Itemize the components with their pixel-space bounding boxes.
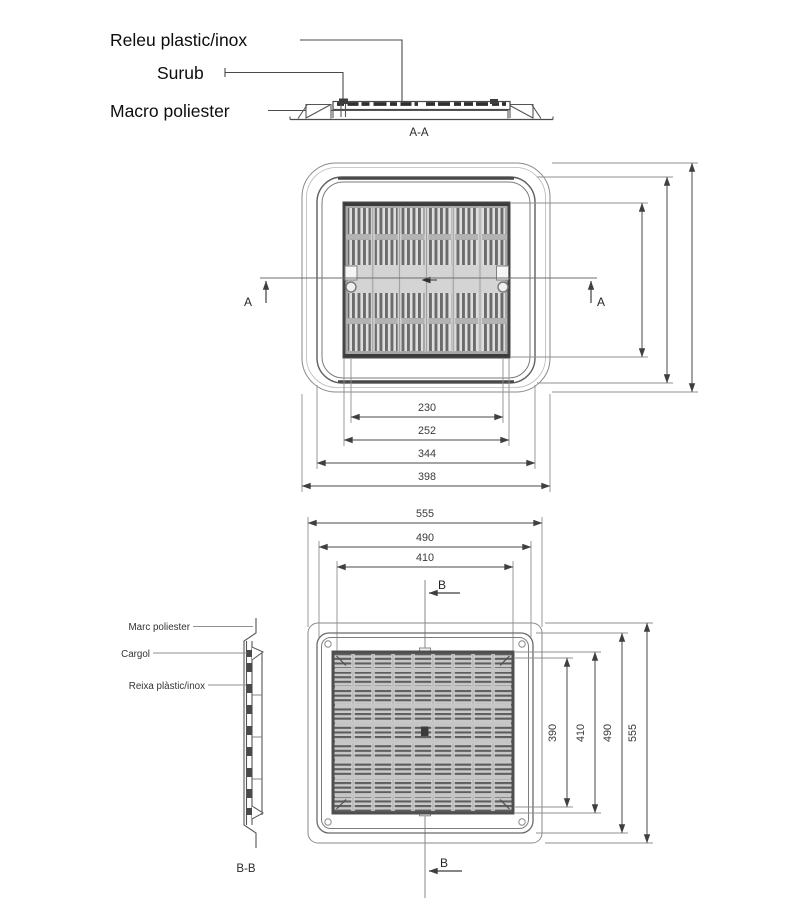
callout-cargol-label: Cargol — [121, 649, 150, 660]
dim-390-right: 390 — [515, 657, 573, 808]
dim-230-value: 230 — [418, 402, 436, 414]
dim-410-right-value: 410 — [575, 724, 587, 742]
screw-notch-right — [496, 265, 509, 281]
callout-marc-label: Marc poliester — [128, 622, 190, 633]
dim-410-right: 410 — [515, 651, 601, 814]
section-marker-a-right: A — [597, 295, 605, 309]
dim-398: 398 — [301, 394, 551, 492]
dim-490-top-value: 490 — [416, 532, 434, 544]
grate-bottom-view — [331, 647, 515, 817]
frame-screw-hole — [518, 640, 526, 648]
section-bb-label: B-B — [236, 863, 256, 875]
section-line-a: A A — [244, 277, 605, 309]
dim-344: 344 — [316, 385, 536, 469]
callout-macro-label: Macro poliester — [110, 101, 230, 121]
dim-555-right-value: 555 — [627, 724, 639, 742]
frame-screw-hole — [518, 818, 526, 826]
profile-callouts: Marc poliester Cargol Reixa plàstic/inox — [121, 622, 253, 692]
grate-center-mark — [421, 726, 429, 736]
outer-frame-outline-bottom — [307, 622, 543, 844]
dim-252: 252 — [343, 359, 510, 446]
grate-top-view — [342, 201, 511, 359]
section-aa-profile — [289, 98, 554, 121]
section-aa-view: Releu plastic/inox Surub Macro poliester — [110, 30, 554, 139]
dim-398-value: 398 — [418, 471, 436, 483]
plan-view-top: A A 230 252 344 398 — [244, 162, 698, 492]
screw-detail-right — [490, 99, 498, 104]
dim-555-right: 555 — [545, 622, 653, 844]
callout-releu-label: Releu plastic/inox — [110, 30, 247, 50]
dim-555-top-value: 555 — [416, 508, 434, 520]
screw-hole-left — [345, 281, 357, 293]
dim-230: 230 — [350, 359, 504, 423]
dim-490-top: 490 — [318, 532, 532, 637]
callout-reixa-label: Reixa plàstic/inox — [129, 681, 205, 692]
inner-frame-outline-bottom — [316, 632, 534, 834]
screw-hole-right — [497, 281, 509, 293]
dim-390-right-value: 390 — [547, 724, 559, 742]
dim-410-top: 410 — [336, 552, 514, 656]
screw-notch-left — [344, 265, 358, 281]
callout-surub-label: Surub — [157, 63, 204, 83]
dim-410-top-value: 410 — [416, 552, 434, 564]
frame-screw-hole — [324, 640, 332, 648]
section-aa-label: A-A — [409, 127, 429, 139]
section-marker-b-bottom: B — [440, 856, 448, 870]
screw-detail-left — [339, 98, 348, 104]
section-marker-b-top: B — [438, 578, 446, 592]
inner-frame-outline — [316, 176, 536, 384]
right-dimension-lines — [511, 162, 698, 393]
dim-555-top: 555 — [307, 508, 543, 627]
dim-490-right: 490 — [536, 632, 628, 834]
dim-344-value: 344 — [418, 448, 436, 460]
dim-490-right-value: 490 — [602, 724, 614, 742]
section-bb-profile — [243, 618, 264, 848]
frame-screw-hole — [324, 818, 332, 826]
dim-252-value: 252 — [418, 425, 436, 437]
callout-leader-lines — [224, 39, 403, 112]
section-marker-a-left: A — [244, 295, 252, 309]
plan-view-bottom: 555 490 410 B B — [121, 508, 653, 898]
